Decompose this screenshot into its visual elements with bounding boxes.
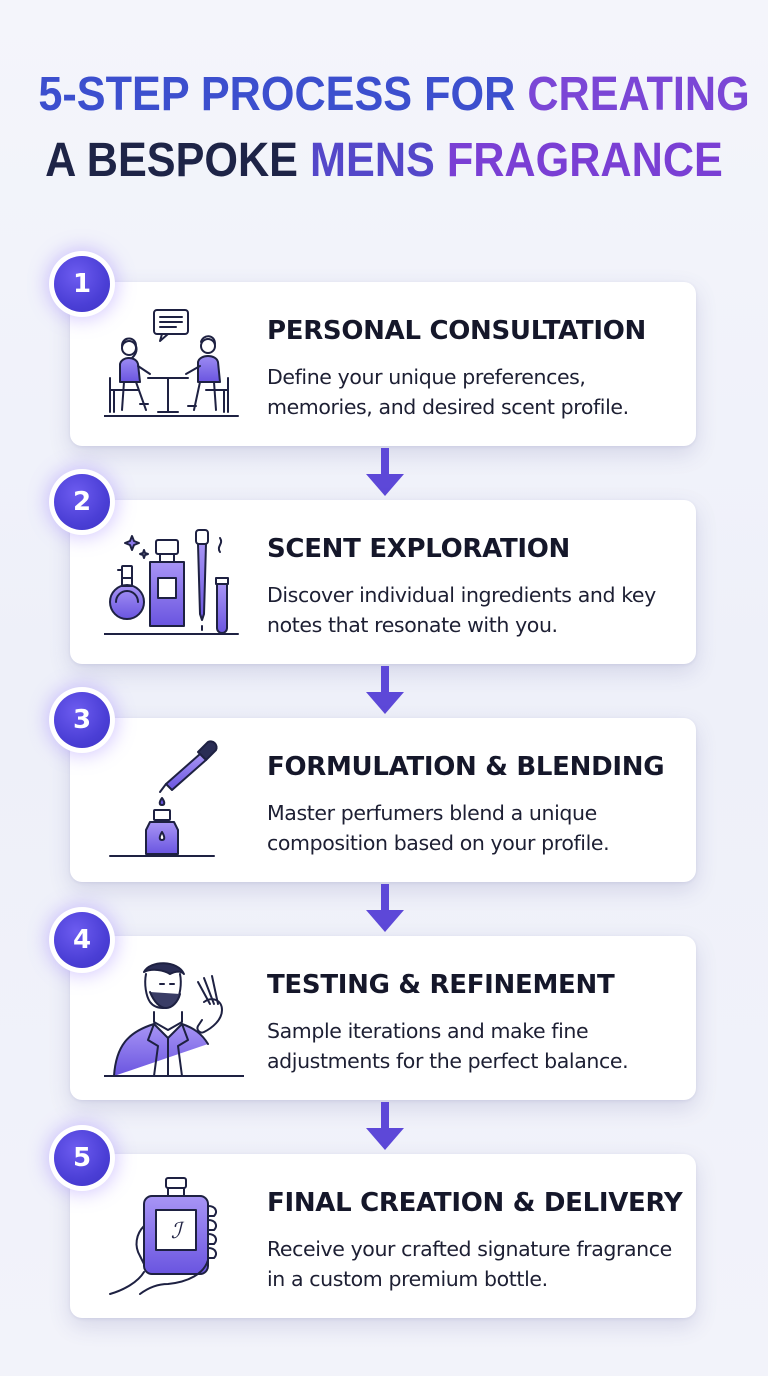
step-description: Discover individual ingredients and key … bbox=[267, 583, 656, 637]
step-title: TESTING & REFINEMENT bbox=[267, 970, 615, 1000]
down-arrow-icon bbox=[366, 666, 404, 714]
step-title: PERSONAL CONSULTATION bbox=[267, 316, 647, 346]
step-title: FORMULATION & BLENDING bbox=[267, 752, 665, 782]
title-line-2: A BESPOKE MENS FRAGRANCE bbox=[38, 128, 729, 194]
title-segment: 5-STEP PROCESS FOR bbox=[38, 68, 516, 121]
step-number-badge: 3 bbox=[54, 692, 110, 748]
step-description: Sample iterations and make fine adjustme… bbox=[267, 1019, 629, 1073]
hand-holding-bottle-icon: ℐ bbox=[109, 1177, 217, 1295]
step-description: Master perfumers blend a unique composit… bbox=[267, 801, 610, 855]
down-arrow-icon bbox=[366, 448, 404, 496]
title-segment-highlight: MENS bbox=[310, 134, 435, 187]
step-card-4: TESTING & REFINEMENT Sample iterations a… bbox=[70, 936, 696, 1100]
step-number-badge: 1 bbox=[54, 256, 110, 312]
consultation-icon bbox=[104, 309, 239, 417]
dropper-bottle-icon bbox=[109, 740, 218, 857]
step-title: SCENT EXPLORATION bbox=[267, 534, 571, 564]
step-description: Receive your crafted signature fragrance… bbox=[267, 1237, 672, 1291]
down-arrow-icon bbox=[366, 1102, 404, 1150]
down-arrow-icon bbox=[366, 884, 404, 932]
step-number-badge: 2 bbox=[54, 474, 110, 530]
title-segment-highlight: CREATING bbox=[527, 68, 750, 121]
perfume-bottles-icon bbox=[104, 529, 239, 635]
step-card-1: PERSONAL CONSULTATION Define your unique… bbox=[70, 282, 696, 446]
step-title: FINAL CREATION & DELIVERY bbox=[267, 1188, 683, 1218]
step-card-3: FORMULATION & BLENDING Master perfumers … bbox=[70, 718, 696, 882]
step-card-5: ℐ FINAL CREATION & DELIVERY Receive your… bbox=[70, 1154, 696, 1318]
page-title: 5-STEP PROCESS FOR CREATING A BESPOKE ME… bbox=[38, 62, 749, 194]
title-line-1: 5-STEP PROCESS FOR CREATING bbox=[38, 62, 749, 128]
title-segment-highlight: FRAGRANCE bbox=[446, 134, 723, 187]
step-description: Define your unique preferences, memories… bbox=[267, 365, 629, 419]
title-segment: A BESPOKE bbox=[45, 134, 299, 187]
step-number-badge: 5 bbox=[54, 1130, 110, 1186]
step-number-badge: 4 bbox=[54, 912, 110, 968]
step-card-2: SCENT EXPLORATION Discover individual in… bbox=[70, 500, 696, 664]
man-testing-scent-icon bbox=[104, 962, 244, 1077]
